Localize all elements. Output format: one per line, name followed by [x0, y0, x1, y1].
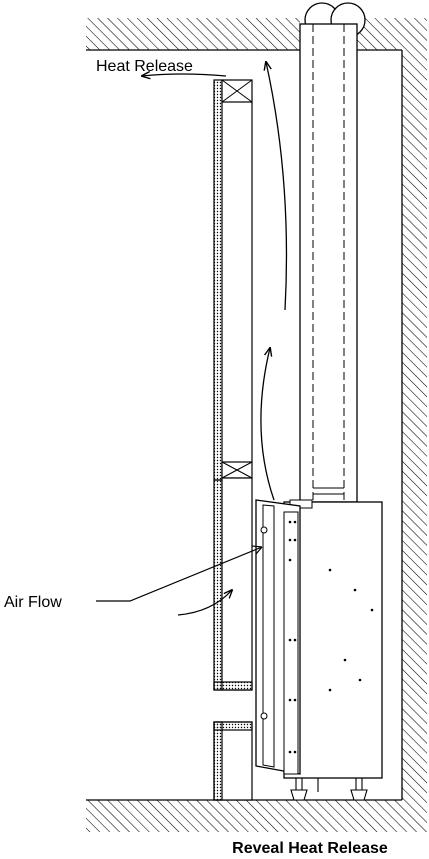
reveal-enclosure — [213, 79, 253, 801]
mid-rising-arrow — [260, 348, 275, 501]
inlet-arrow — [177, 590, 232, 616]
airflow-arrows — [142, 62, 288, 616]
heat-release-label: Heat Release — [96, 58, 193, 75]
air-flow-leader — [96, 546, 263, 602]
air-flow-label: Air Flow — [4, 594, 62, 611]
ceiling-wall — [86, 18, 300, 50]
building-walls — [86, 18, 427, 832]
heat-release-arrow — [142, 74, 227, 76]
upper-rising-arrow — [266, 62, 288, 311]
floor — [86, 800, 427, 832]
right-wall — [402, 50, 427, 800]
panel-screws — [288, 520, 374, 754]
flue-outer-pipe — [299, 23, 358, 503]
fireplace-unit — [255, 499, 383, 801]
legs — [290, 778, 368, 801]
ceiling-wall-right — [357, 18, 427, 50]
upper-board — [213, 79, 223, 481]
diagram-caption: Reveal Heat Release — [232, 840, 388, 857]
flue-pipe — [299, 2, 366, 503]
